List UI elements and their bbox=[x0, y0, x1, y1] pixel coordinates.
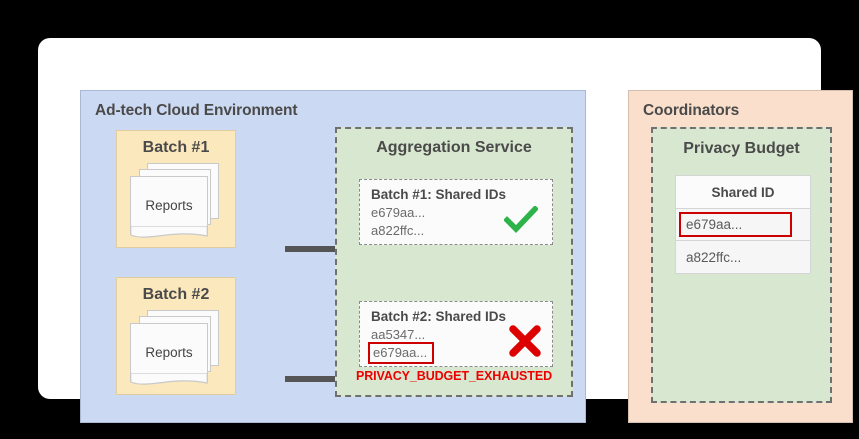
batch-1-shared-id-2: a822ffc... bbox=[371, 223, 425, 238]
coordinators-panel: Coordinators Privacy Budget Shared ID e6… bbox=[628, 90, 853, 423]
privacy-budget-exhausted-label: PRIVACY_BUDGET_EXHAUSTED bbox=[355, 369, 552, 383]
report-doc-wave-icon bbox=[130, 373, 208, 385]
batch-1-title: Batch #1 bbox=[142, 139, 210, 156]
x-icon bbox=[509, 325, 541, 357]
privacy-budget-table: Shared ID e679aa... a822ffc... bbox=[675, 175, 811, 274]
aggregation-service-box: Aggregation Service Batch #1: Shared IDs… bbox=[335, 127, 573, 397]
table-row: e679aa... bbox=[676, 209, 810, 241]
batch-1-box: Batch #1 Reports bbox=[116, 130, 236, 248]
batch-1-shared-ids-box: Batch #1: Shared IDs e679aa... a822ffc..… bbox=[359, 179, 553, 245]
check-icon bbox=[504, 206, 538, 233]
table-row: a822ffc... bbox=[676, 241, 810, 273]
batch-2-shared-id-1: aa5347... bbox=[371, 327, 426, 342]
adtech-cloud-environment-panel: Ad-tech Cloud Environment Batch #1 Repor… bbox=[80, 90, 586, 423]
batch-2-shared-ids-header: Batch #2: Shared IDs bbox=[371, 309, 507, 324]
batch-2-title: Batch #2 bbox=[142, 286, 210, 303]
coordinators-panel-title: Coordinators bbox=[643, 102, 740, 119]
batch-2-shared-id-2-highlighted: e679aa... bbox=[368, 342, 435, 364]
arrow-right-icon bbox=[285, 371, 366, 387]
arrow-right-icon bbox=[285, 241, 366, 257]
batch-2-reports-label: Reports bbox=[145, 344, 193, 360]
diagram-card: Ad-tech Cloud Environment Batch #1 Repor… bbox=[38, 38, 853, 423]
aggregation-service-title: Aggregation Service bbox=[376, 139, 532, 156]
batch-2-reports-stack: Reports bbox=[127, 310, 227, 388]
report-doc-front-icon bbox=[130, 323, 208, 381]
privacy-budget-title: Privacy Budget bbox=[683, 140, 800, 157]
batch-2-shared-ids-box: Batch #2: Shared IDs aa5347... e679aa... bbox=[359, 301, 553, 367]
report-doc-front-icon bbox=[130, 176, 208, 234]
batch-2-box: Batch #2 Reports bbox=[116, 277, 236, 395]
batch-1-shared-id-1: e679aa... bbox=[371, 205, 426, 220]
batch-1-reports-label: Reports bbox=[145, 197, 193, 213]
batch-1-shared-ids-header: Batch #1: Shared IDs bbox=[371, 187, 507, 202]
table-header-shared-id: Shared ID bbox=[676, 176, 810, 209]
batch-1-reports-stack: Reports bbox=[127, 163, 227, 241]
adtech-panel-title: Ad-tech Cloud Environment bbox=[95, 102, 298, 119]
privacy-budget-box: Privacy Budget Shared ID e679aa... a822f… bbox=[651, 127, 832, 403]
report-doc-wave-icon bbox=[130, 226, 208, 238]
